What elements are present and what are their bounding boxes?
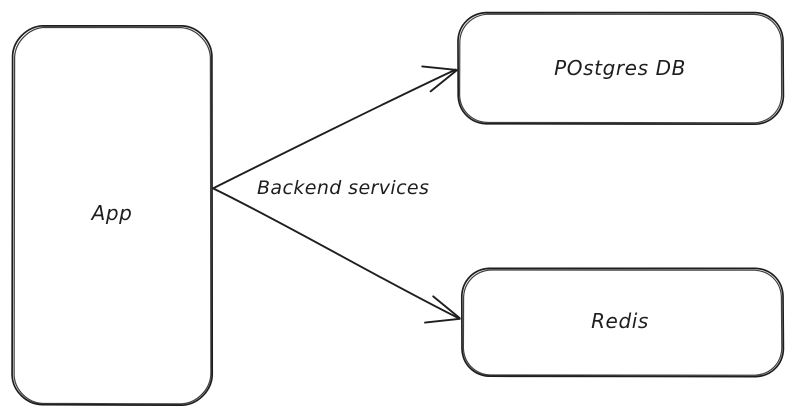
node-app[interactable] [11,24,214,407]
node-postgres-outline-sketch [459,13,783,124]
edge-app-to-postgres-line [212,68,457,190]
node-redis-hitbox[interactable] [462,268,783,376]
edge-app-to-postgres[interactable] [212,65,458,190]
node-redis[interactable] [460,267,785,378]
node-postgres[interactable] [457,11,785,126]
node-postgres-hitbox[interactable] [458,12,783,124]
edge-app-to-redis-arrowhead [424,295,461,324]
node-app-hitbox[interactable] [12,25,212,405]
node-postgres-outline [457,11,785,126]
edge-app-to-redis-line [212,187,461,320]
node-redis-outline [460,267,785,378]
node-redis-outline-sketch [462,269,783,376]
node-app-outline-sketch [13,26,212,405]
edge-app-to-postgres-arrowhead [421,65,458,93]
edge-app-to-redis[interactable] [212,187,461,324]
node-app-outline [11,24,214,407]
